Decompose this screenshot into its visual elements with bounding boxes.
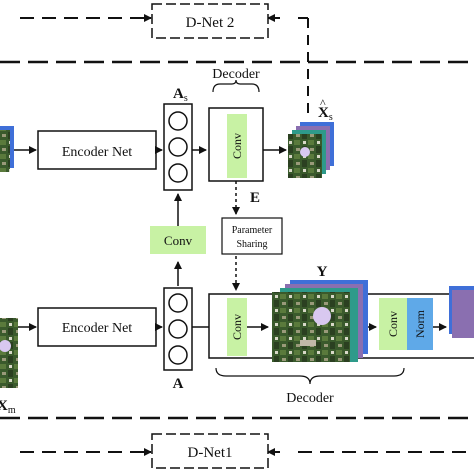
y-image-stack [272, 280, 368, 362]
bottom-latent-a [163, 287, 193, 371]
norm-block: Norm [407, 298, 433, 350]
d-net-1-box: D-Net1 [151, 433, 269, 469]
parameter-sharing-line1: Parameter [232, 225, 273, 236]
middle-conv-block: Conv [150, 226, 206, 254]
bottom-conv-block-1: Conv [227, 298, 247, 356]
norm-label: Norm [413, 309, 427, 338]
top-output-image [288, 122, 334, 178]
middle-conv-label: Conv [164, 233, 193, 248]
bottom-conv2-label: Conv [386, 311, 400, 337]
bottom-decoder-brace [215, 367, 405, 385]
e-label: E [250, 190, 260, 206]
d-net-2-loop [20, 14, 309, 120]
latent-a-label: A [173, 376, 184, 392]
output-xs-label: Xs [318, 105, 333, 123]
d-net-2-box: D-Net 2 [151, 3, 269, 39]
bottom-output-image [449, 286, 474, 338]
bottom-conv1-label: Conv [230, 314, 244, 340]
y-label: Y [317, 264, 328, 280]
d-net-1-label: D-Net1 [188, 445, 233, 461]
parameter-sharing-box: Parameter Sharing [221, 217, 283, 255]
top-conv-label: Conv [230, 133, 244, 159]
top-encoder-label: Encoder Net [62, 145, 132, 160]
bottom-decoder-title: Decoder [286, 391, 334, 406]
latent-as-label: As [173, 86, 188, 104]
top-encoder-net: Encoder Net [37, 130, 157, 170]
input-xm-label: Xm [0, 398, 16, 416]
output-xs-hat: ^ [320, 96, 326, 110]
bottom-conv-block-2: Conv [379, 298, 407, 350]
parameter-sharing-line2: Sharing [236, 239, 267, 250]
bottom-encoder-net: Encoder Net [37, 307, 157, 347]
top-latent-as [163, 103, 193, 191]
d-net-2-label: D-Net 2 [186, 15, 235, 31]
top-input-image [0, 126, 14, 172]
bottom-input-image [0, 318, 18, 388]
top-conv-block: Conv [227, 114, 247, 178]
top-decoder-title: Decoder [212, 67, 260, 82]
bottom-encoder-label: Encoder Net [62, 321, 132, 336]
top-decoder-brace [212, 79, 260, 93]
